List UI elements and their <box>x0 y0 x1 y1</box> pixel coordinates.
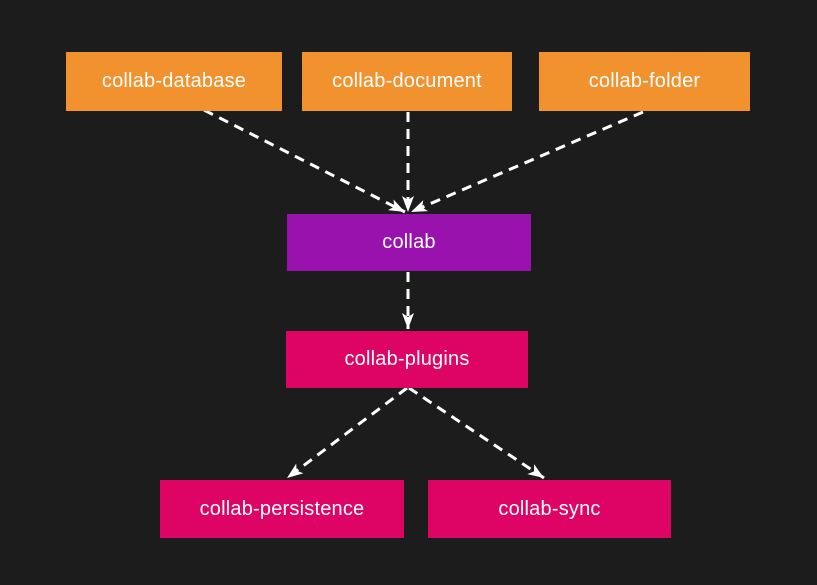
edge-collab-database-to-collab <box>203 108 406 214</box>
edge-collab-plugins-to-collab-sync <box>408 386 545 480</box>
node-collab-sync: collab-sync <box>428 480 671 538</box>
edge-collab-folder-to-collab <box>410 110 644 214</box>
node-collab-database: collab-database <box>66 52 282 111</box>
node-collab-plugins: collab-plugins <box>286 331 528 388</box>
node-collab: collab <box>287 214 531 271</box>
node-collab-folder: collab-folder <box>539 52 750 111</box>
node-collab-persistence: collab-persistence <box>160 480 404 538</box>
node-collab-document: collab-document <box>302 52 512 111</box>
edge-collab-plugins-to-collab-persistence <box>286 386 408 480</box>
